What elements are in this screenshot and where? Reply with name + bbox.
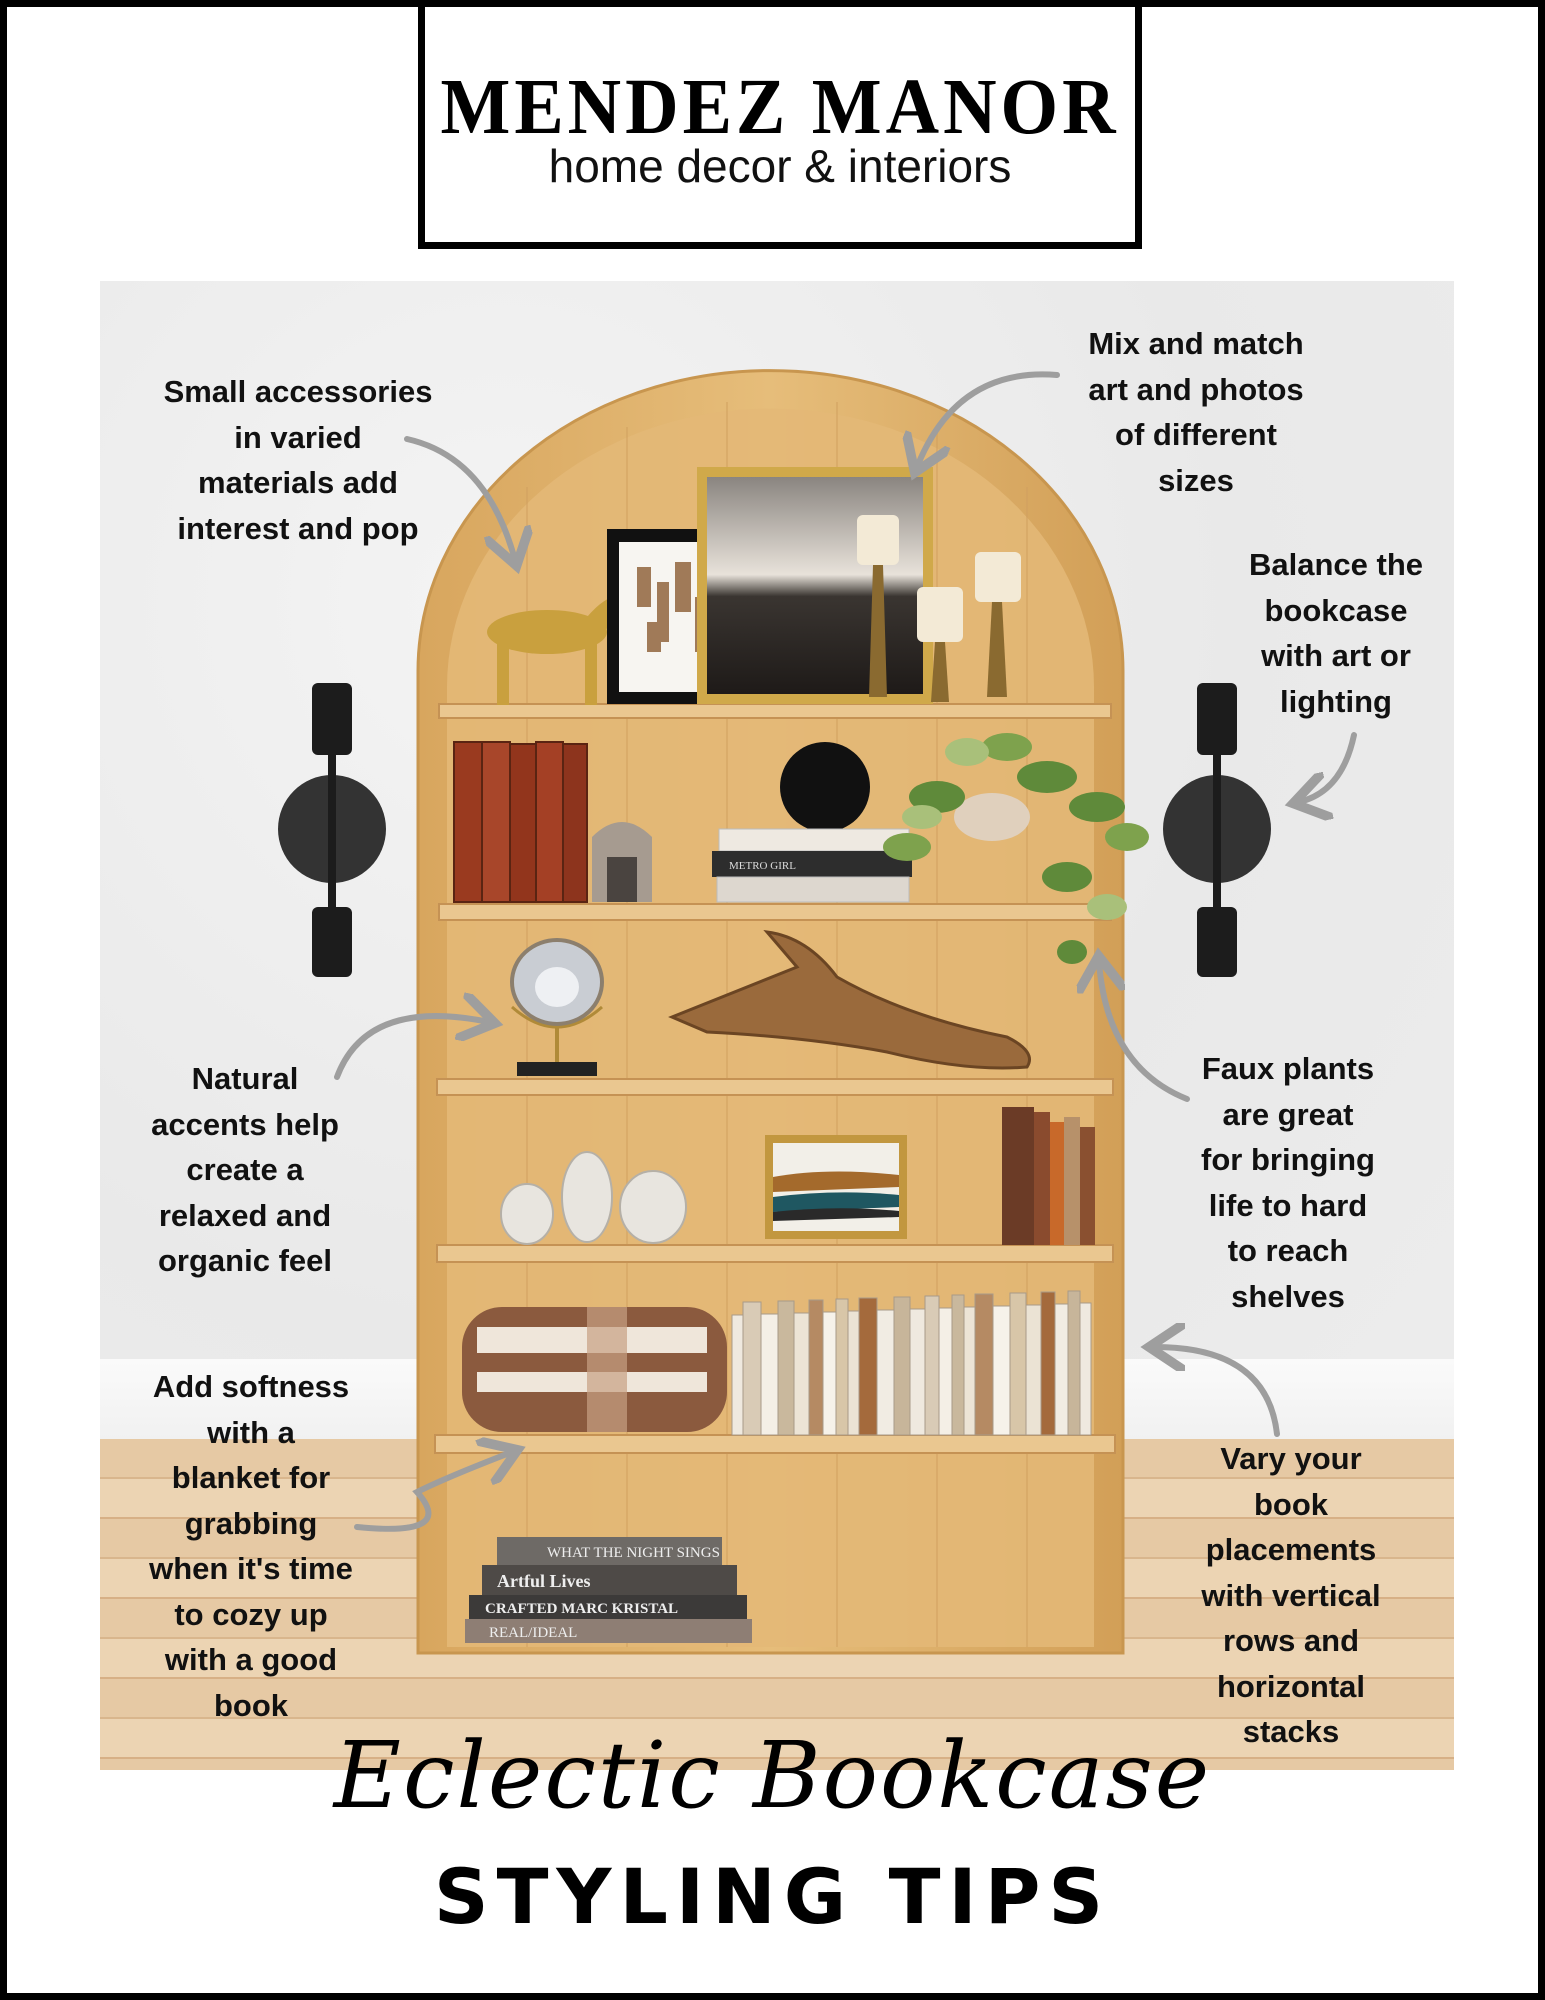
tip-books: Vary your book placements with vertical … bbox=[1201, 1441, 1381, 1749]
arrow-icon bbox=[1299, 732, 1357, 802]
book-spine bbox=[1040, 1291, 1056, 1436]
shelf-4 bbox=[436, 1244, 1114, 1263]
book-title: WHAT THE NIGHT SINGS bbox=[547, 1545, 720, 1561]
red-antique-books bbox=[453, 741, 588, 903]
book-title: Artful Lives bbox=[497, 1571, 591, 1591]
book-spine bbox=[1009, 1292, 1027, 1436]
tip-art: Mix and match art and photos of differen… bbox=[1088, 326, 1304, 498]
arrow-icon bbox=[354, 1452, 512, 1532]
book-spine bbox=[1025, 1304, 1042, 1436]
book-spine bbox=[1079, 1302, 1092, 1436]
vertical-book-row bbox=[731, 1290, 1092, 1436]
book-spine bbox=[963, 1306, 976, 1436]
book-spine bbox=[822, 1311, 837, 1436]
arrow-icon bbox=[404, 436, 515, 560]
marble-object bbox=[592, 822, 652, 902]
book-spine bbox=[951, 1294, 965, 1436]
agate-on-stand bbox=[510, 938, 604, 1076]
book-spine bbox=[731, 1314, 744, 1436]
vertical-books-small bbox=[1002, 1107, 1095, 1245]
book-title: CRAFTED MARC KRISTAL bbox=[485, 1601, 678, 1617]
arrow-icon bbox=[334, 1016, 489, 1080]
tip-plants: Faux plants are great for bringing life … bbox=[1201, 1051, 1375, 1314]
landscape-art-frame bbox=[765, 1135, 907, 1239]
wall-sconce-right bbox=[1163, 683, 1271, 977]
book-spine bbox=[1067, 1290, 1081, 1436]
sunset-photo-frame bbox=[697, 467, 933, 704]
main-title: STYLING TIPS bbox=[433, 1852, 1112, 1941]
floor-book-stack: WHAT THE NIGHT SINGS Artful Lives CRAFTE… bbox=[465, 1537, 752, 1643]
book-spine bbox=[808, 1299, 824, 1436]
arrow-icon bbox=[1099, 962, 1190, 1102]
candle-holders bbox=[857, 515, 1021, 702]
plaid-blanket bbox=[462, 1307, 727, 1432]
textured-vases bbox=[500, 1151, 687, 1245]
tip-natural: Natural accents help create a relaxed an… bbox=[151, 1061, 339, 1278]
tip-accessories: Small accessories in varied materials ad… bbox=[163, 374, 433, 546]
book-spine bbox=[909, 1308, 926, 1436]
faux-plant bbox=[883, 733, 1149, 964]
book-spine bbox=[938, 1307, 953, 1436]
brand-tagline: home decor & interiors bbox=[548, 140, 1012, 192]
driftwood bbox=[668, 930, 1031, 1070]
arrow-icon bbox=[1155, 1347, 1280, 1437]
tip-balance: Balance the bookcase with art or lightin… bbox=[1248, 547, 1424, 719]
brand-header: MENDEZ MANOR home decor & interiors bbox=[418, 7, 1142, 249]
book-spine bbox=[992, 1305, 1011, 1436]
brand-name: MENDEZ MANOR bbox=[440, 62, 1120, 152]
book-spine bbox=[793, 1312, 810, 1436]
shelf-2 bbox=[438, 903, 1112, 921]
book-spine bbox=[847, 1310, 860, 1436]
wall-sconce-left bbox=[278, 683, 386, 977]
book-stack: METRO GIRL bbox=[712, 828, 912, 903]
book-spine bbox=[1054, 1303, 1069, 1436]
script-title: Eclectic Bookcase bbox=[333, 1722, 1212, 1829]
shelf-5 bbox=[434, 1434, 1116, 1454]
book-spine bbox=[858, 1297, 878, 1436]
shelf-3 bbox=[436, 1078, 1114, 1096]
tip-softness: Add softness with a blanket for grabbing… bbox=[149, 1369, 353, 1723]
book-spine bbox=[924, 1295, 940, 1436]
book-spine bbox=[742, 1301, 762, 1436]
book-spine bbox=[760, 1313, 779, 1436]
book-spine bbox=[974, 1293, 994, 1436]
bookcase-illustration: METRO GIRL WHAT THE NIGHT SINGS bbox=[278, 369, 1357, 1655]
book-spine bbox=[835, 1298, 849, 1436]
black-sphere bbox=[780, 742, 870, 832]
pointer-arrows bbox=[334, 371, 1357, 1532]
book-spine bbox=[777, 1300, 795, 1436]
book-title: METRO GIRL bbox=[729, 860, 796, 872]
arrow-icon bbox=[917, 371, 1060, 467]
book-spine bbox=[893, 1296, 911, 1436]
book-title: REAL/IDEAL bbox=[489, 1625, 577, 1641]
book-spine bbox=[876, 1309, 895, 1436]
shelf-1 bbox=[438, 703, 1112, 719]
